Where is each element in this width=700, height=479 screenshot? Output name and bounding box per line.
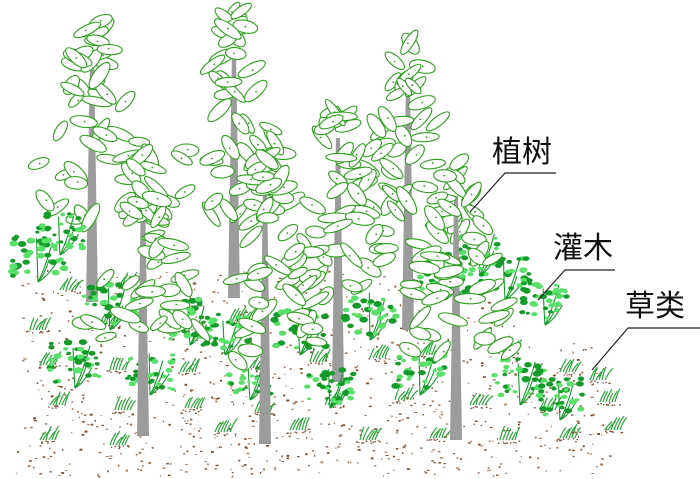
grass-tuft — [589, 366, 614, 384]
tree — [275, 98, 399, 382]
grass-tuft — [597, 388, 621, 406]
shrub — [519, 281, 570, 326]
grass-tuft — [112, 396, 136, 415]
tree-layer-back — [27, 1, 471, 382]
grass-tuft — [57, 276, 83, 294]
grass-tuft — [498, 425, 521, 444]
shrub — [35, 211, 87, 256]
grass-tuft — [307, 348, 332, 367]
tree-layer-front — [71, 143, 522, 444]
grass-tuft — [48, 391, 71, 409]
grass-tuft — [178, 357, 201, 376]
tree — [156, 1, 305, 298]
tree — [222, 146, 330, 444]
tree — [399, 153, 522, 440]
grass-tuft — [182, 396, 206, 412]
leader-line-trees — [469, 172, 556, 213]
shrub — [304, 367, 357, 409]
grass-tuft — [359, 426, 382, 444]
label-shrubs: 灌木 — [553, 231, 613, 266]
grass-tuft — [109, 430, 131, 449]
grass-tuft — [426, 427, 454, 442]
tree — [71, 143, 211, 436]
grass-tuft — [556, 358, 582, 376]
shrub — [125, 353, 176, 396]
grass-tuft — [604, 415, 627, 434]
grass-tuft — [27, 317, 52, 334]
grass-tuft — [469, 393, 494, 410]
grass-tuft — [214, 417, 238, 437]
label-leader-lines — [469, 172, 700, 371]
grass-tuft — [392, 385, 419, 404]
label-grass: 草类 — [625, 289, 685, 324]
shrub — [533, 376, 585, 421]
grass-tuft — [368, 344, 391, 362]
tree — [27, 13, 170, 302]
leader-line-shrubs — [537, 269, 615, 301]
label-trees: 植树 — [492, 135, 552, 170]
grass-tuft — [556, 424, 582, 443]
shrub — [46, 339, 102, 389]
shrub — [340, 292, 400, 341]
grass-tuft — [39, 425, 60, 445]
grass-tuft — [286, 416, 311, 434]
leader-line-grass — [591, 327, 700, 371]
shrub — [491, 357, 547, 406]
